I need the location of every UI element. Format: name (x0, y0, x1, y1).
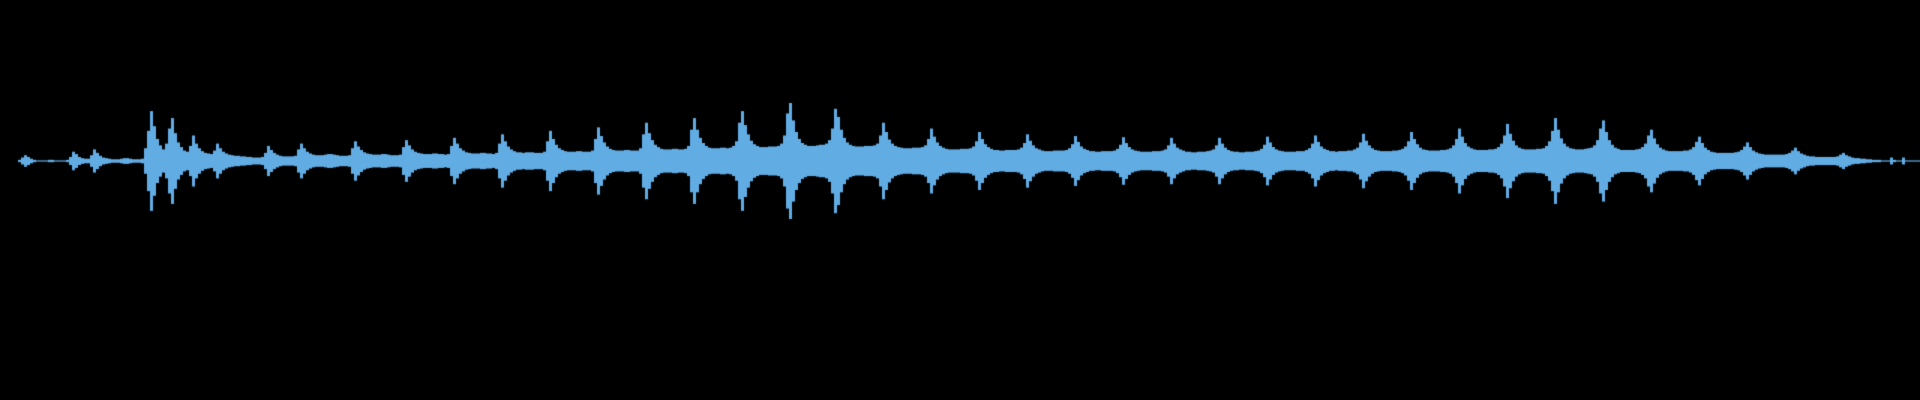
audio-waveform-viewer[interactable]: mono symmetric-peak-envelope area (0, 0, 1920, 400)
waveform-canvas[interactable] (0, 0, 1920, 400)
